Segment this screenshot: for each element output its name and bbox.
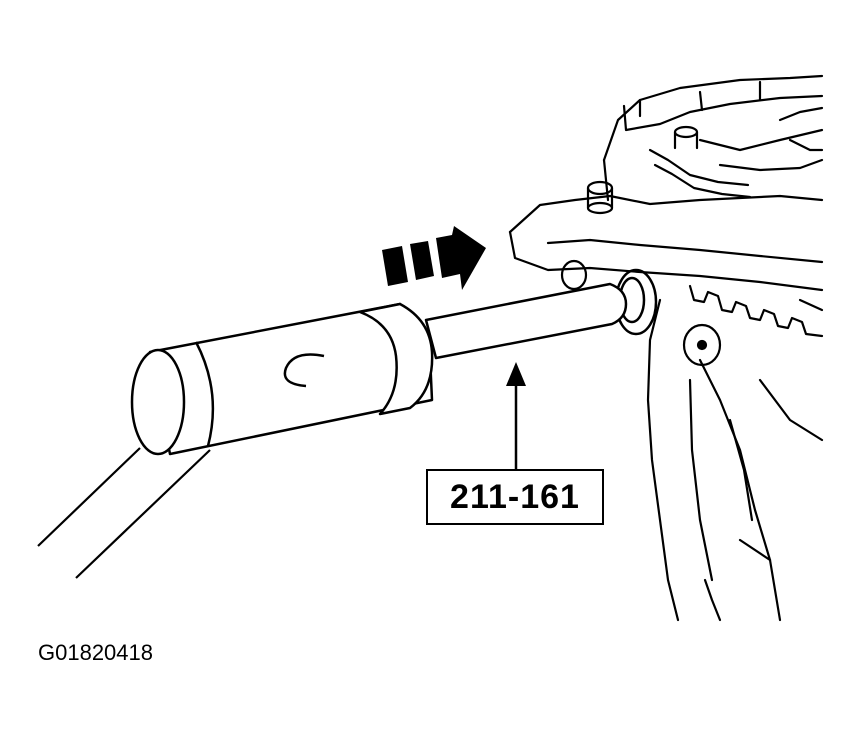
figure-id-label: G01820418 [38,640,153,665]
install-direction-arrow-icon [382,226,486,290]
tool-number-callout: 211-161 [426,469,604,525]
housing-outline [508,74,824,622]
leader-arrow-icon [506,362,526,469]
seal-installer-tool [130,282,628,456]
handle-extension-lines [37,447,211,579]
